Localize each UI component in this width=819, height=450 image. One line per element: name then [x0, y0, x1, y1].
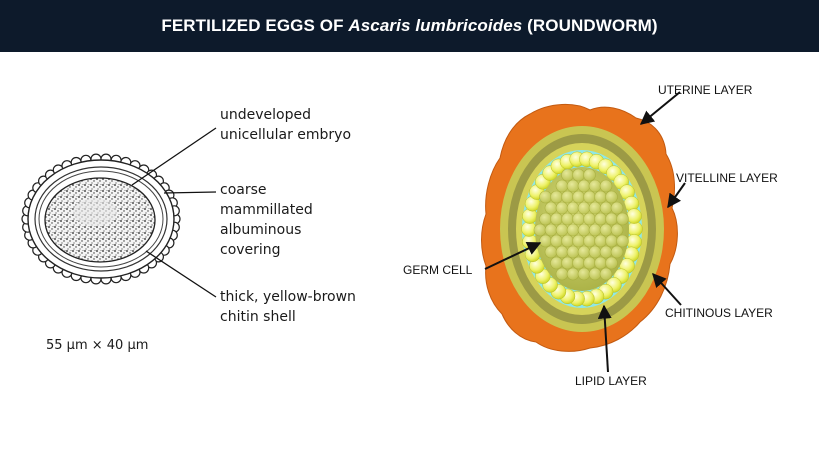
title-suffix: (ROUNDWORM) — [522, 16, 658, 35]
arrow-lipid — [597, 304, 612, 373]
leader-lines — [131, 127, 217, 298]
leader-covering — [163, 191, 217, 194]
title-species: Ascaris lumbricoides — [348, 16, 523, 35]
label-shell-line2: chitin shell — [220, 309, 296, 325]
label-chitinous-layer: CHITINOUS LAYER — [665, 306, 773, 320]
label-germ-cell: GERM CELL — [403, 263, 473, 277]
egg-outline — [21, 153, 181, 285]
arrow-chitinous — [652, 272, 682, 306]
leader-shell — [145, 250, 217, 298]
label-covering-line2: mammillated — [220, 202, 313, 218]
title-prefix: FERTILIZED EGGS OF — [161, 16, 349, 35]
label-covering-line4: covering — [220, 242, 281, 258]
label-shell-line1: thick, yellow-brown — [220, 289, 356, 305]
arrow-germ — [484, 242, 542, 270]
germ-cell-texture — [533, 168, 629, 281]
label-embryo-line2: unicellular embryo — [220, 127, 352, 143]
label-embryo: undeveloped unicellular embryo — [220, 105, 351, 145]
bead-ring — [521, 151, 643, 307]
title-bar: FERTILIZED EGGS OF Ascaris lumbricoides … — [0, 0, 819, 52]
layer-diagram-panel: UTERINE LAYER VITELLINE LAYER GERM CELL … — [400, 52, 819, 450]
label-vitelline-layer: VITELLINE LAYER — [676, 171, 778, 185]
label-lipid-layer: LIPID LAYER — [575, 374, 647, 388]
egg-line-drawing — [21, 127, 217, 298]
leader-embryo — [131, 127, 217, 186]
label-embryo-line1: undeveloped — [220, 107, 311, 123]
label-shell: thick, yellow-brown chitin shell — [220, 287, 356, 327]
arrow-uterine — [639, 91, 681, 125]
label-covering-line3: albuminous — [220, 222, 302, 238]
arrow-vitelline — [667, 182, 686, 209]
line-drawing-panel: undeveloped unicellular embryo coarse ma… — [0, 52, 400, 450]
size-label: 55 μm × 40 μm — [46, 338, 149, 353]
label-covering-line1: coarse — [220, 182, 267, 198]
label-uterine-layer: UTERINE LAYER — [658, 83, 753, 97]
egg-layer-diagram — [481, 91, 686, 373]
label-covering: coarse mammillated albuminous covering — [220, 180, 313, 260]
page-title: FERTILIZED EGGS OF Ascaris lumbricoides … — [161, 16, 657, 36]
